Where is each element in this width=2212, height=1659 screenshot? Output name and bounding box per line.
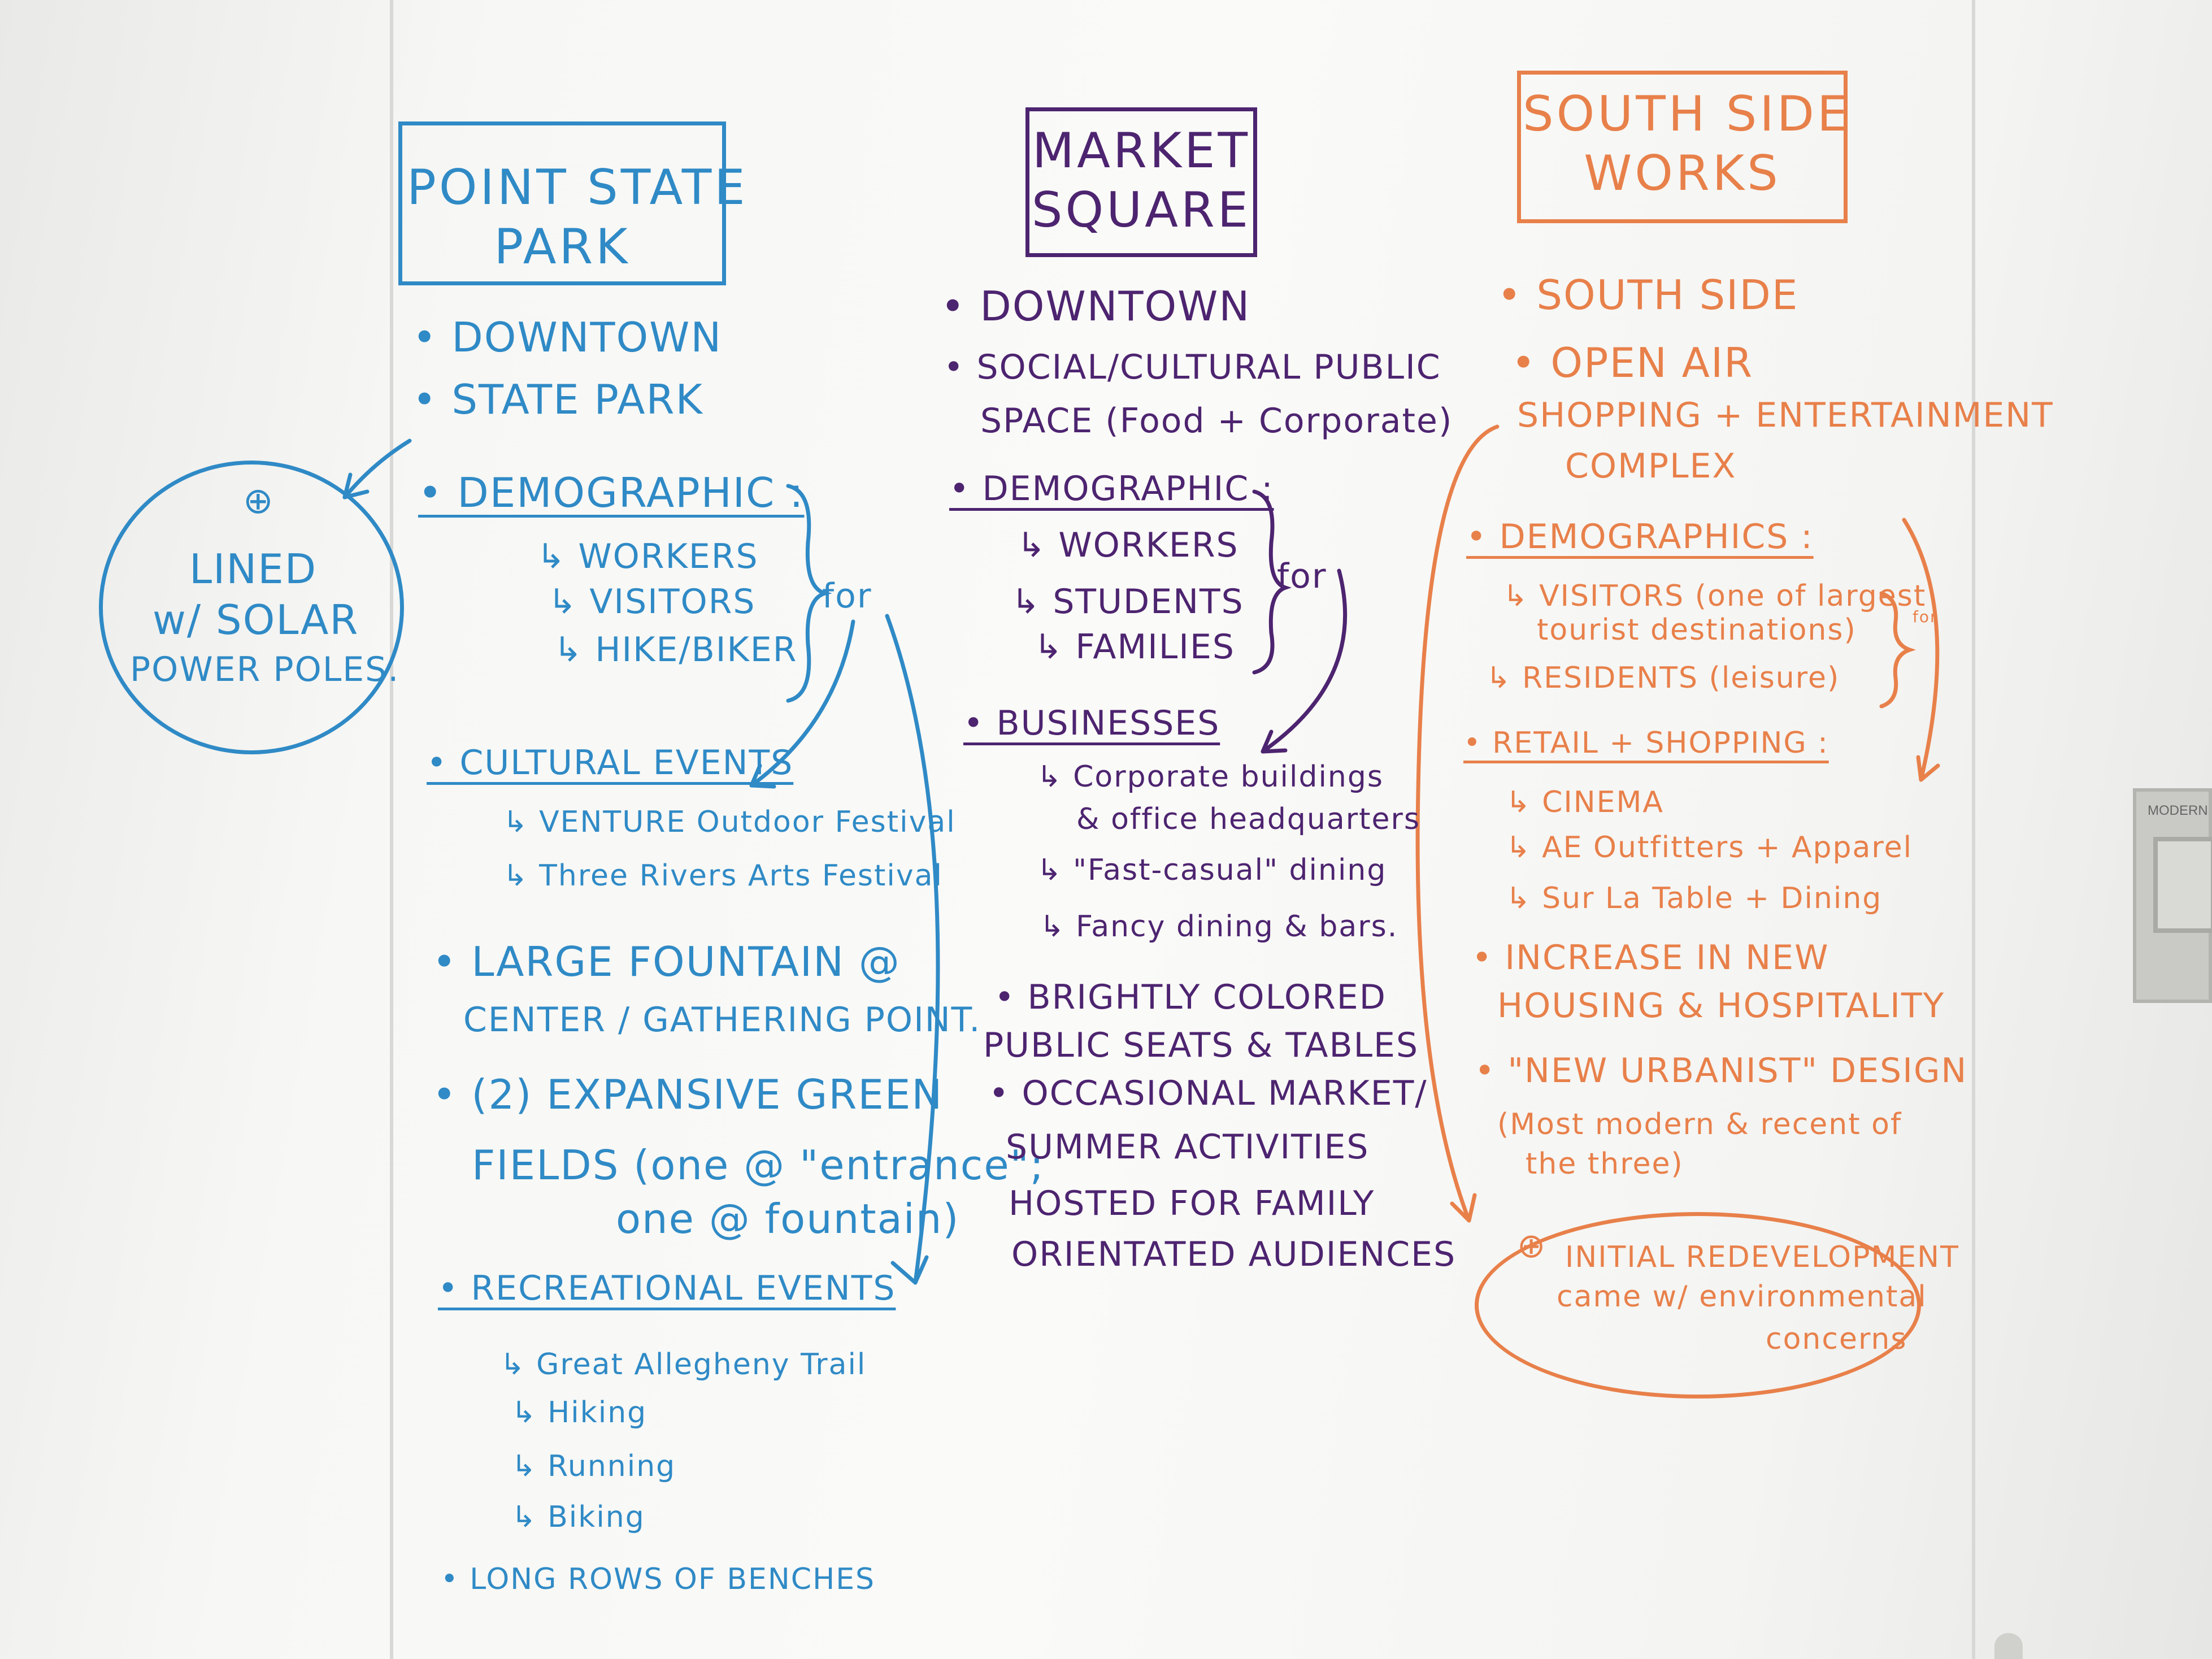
- point-state-park-title: POINT STATE PARK: [407, 158, 748, 277]
- right-retail-cinema: ↳ CINEMA: [1506, 785, 1664, 819]
- title-line: SOUTH SIDE: [1523, 86, 1851, 142]
- redevelopment-line1: INITIAL REDEVELOPMENT: [1565, 1240, 1959, 1274]
- right-bullet-increase-2: HOUSING & HOSPITALITY: [1497, 986, 1945, 1026]
- left-bullet-cultural-events: • CULTURAL EVENTS: [427, 743, 794, 783]
- left-bullet-state-park: • STATE PARK: [412, 376, 703, 423]
- middle-demo-workers: ↳ WORKERS: [1017, 526, 1239, 565]
- middle-demo-students: ↳ STUDENTS: [1011, 582, 1244, 622]
- wall-knob: [1994, 1633, 2023, 1659]
- left-for-label: for: [822, 576, 872, 616]
- right-for-label: for: [1913, 607, 1938, 626]
- title-line: POINT STATE: [407, 159, 748, 216]
- left-cultural-three-rivers: ↳ Three Rivers Arts Festival: [503, 859, 943, 893]
- left-rec-allegheny: ↳ Great Allegheny Trail: [500, 1348, 867, 1382]
- right-urbanist-note-2: the three): [1526, 1147, 1684, 1181]
- left-bullet-downtown: • DOWNTOWN: [412, 314, 723, 361]
- redevelopment-line3: concerns: [1766, 1322, 1907, 1356]
- solar-poles-line3: POWER POLES.: [130, 650, 400, 689]
- middle-bullet-social-1: • SOCIAL/CULTURAL PUBLIC: [944, 348, 1441, 387]
- board-seam-right: [1972, 0, 1975, 1659]
- wall-plate-slot: [2153, 837, 2212, 933]
- middle-bullet-downtown: • DOWNTOWN: [941, 283, 1251, 330]
- point-state-park-title-box: [398, 121, 726, 285]
- solar-poles-line2: w/ SOLAR: [153, 596, 359, 644]
- left-rec-hiking: ↳ Hiking: [511, 1396, 647, 1430]
- middle-bullet-demographic: • DEMOGRAPHIC :: [949, 469, 1274, 509]
- right-bullet-retail: • RETAIL + SHOPPING :: [1463, 726, 1829, 760]
- right-demo-visitors-2: tourist destinations): [1537, 613, 1857, 647]
- left-bullet-green-fields-3: one @ fountain): [616, 1195, 960, 1243]
- solar-poles-marker-icon: ⊕: [243, 480, 275, 522]
- right-demo-visitors-1: ↳ VISITORS (one of largest: [1503, 579, 1927, 613]
- right-bullet-open-air-1: • OPEN AIR: [1511, 339, 1754, 386]
- right-bullet-south-side: • SOUTH SIDE: [1497, 271, 1799, 319]
- left-rec-running: ↳ Running: [511, 1449, 676, 1483]
- south-side-works-title: SOUTH SIDE WORKS: [1523, 85, 1851, 203]
- middle-bullet-market-4: ORIENTATED AUDIENCES: [1011, 1235, 1457, 1274]
- south-side-works-title-box: [1517, 71, 1848, 223]
- right-demographic-bracket: [1879, 591, 1917, 709]
- right-retail-sur-la-table: ↳ Sur La Table + Dining: [1506, 881, 1883, 915]
- title-line: MARKET: [1032, 123, 1251, 179]
- middle-biz-corporate-2: & office headquarters: [1076, 802, 1420, 836]
- left-bullet-recreational-events: • RECREATIONAL EVENTS: [438, 1269, 896, 1308]
- right-bullet-open-air-2: SHOPPING + ENTERTAINMENT: [1517, 396, 2054, 435]
- middle-bullet-market-2: SUMMER ACTIVITIES: [1006, 1127, 1370, 1167]
- right-bullet-increase-1: • INCREASE IN NEW: [1472, 938, 1829, 978]
- right-retail-ae: ↳ AE Outfitters + Apparel: [1506, 831, 1913, 865]
- middle-biz-fancy: ↳ Fancy dining & bars.: [1040, 910, 1398, 944]
- left-bullet-green-fields-2: FIELDS (one @ "entrance";: [472, 1141, 1045, 1189]
- left-bullet-demographic: • DEMOGRAPHIC :: [418, 469, 805, 516]
- left-for-arrow-cultural: [749, 619, 855, 788]
- middle-demo-families: ↳ FAMILIES: [1034, 627, 1235, 667]
- middle-demographic-bracket: [1252, 489, 1292, 675]
- right-bullet-open-air-3: COMPLEX: [1565, 446, 1737, 486]
- middle-bullet-market-3: HOSTED FOR FAMILY: [1009, 1184, 1375, 1223]
- right-demo-residents: ↳ RESIDENTS (leisure): [1486, 661, 1840, 695]
- right-for-arrow: [1902, 518, 1940, 782]
- left-arrow-to-circle: [342, 438, 412, 500]
- middle-biz-corporate-1: ↳ Corporate buildings: [1037, 760, 1384, 794]
- solar-poles-line1: LINED: [189, 545, 318, 593]
- left-demographic-bracket: [786, 484, 832, 703]
- middle-for-arrow: [1261, 568, 1348, 754]
- left-demo-hike-biker: ↳ HIKE/BIKER: [554, 630, 798, 670]
- wall-outlet-plate: MODERN: [2133, 788, 2212, 1003]
- redevelopment-line2: came w/ environmental: [1557, 1280, 1927, 1314]
- left-demo-visitors: ↳ VISITORS: [548, 582, 756, 622]
- left-bullet-fountain-2: CENTER / GATHERING POINT.: [463, 1000, 981, 1040]
- left-cultural-venture: ↳ VENTURE Outdoor Festival: [503, 805, 956, 839]
- market-square-title: MARKET SQUARE: [1031, 121, 1251, 240]
- left-bullet-benches: • LONG ROWS OF BENCHES: [441, 1562, 876, 1596]
- solar-poles-circle: [99, 461, 404, 754]
- left-rec-biking: ↳ Biking: [511, 1500, 645, 1534]
- title-line: SQUARE: [1031, 182, 1251, 238]
- board-seam-left: [390, 0, 393, 1659]
- right-bullet-demographics: • DEMOGRAPHICS :: [1466, 517, 1814, 557]
- redevelopment-marker-icon: ⊕: [1517, 1226, 1547, 1266]
- redevelopment-circle: [1475, 1212, 1921, 1399]
- middle-bullet-businesses: • BUSINESSES: [963, 703, 1220, 743]
- middle-bullet-seats-1: • BRIGHTLY COLORED: [994, 978, 1387, 1017]
- right-bullet-urbanist: • "NEW URBANIST" DESIGN: [1475, 1051, 1968, 1091]
- title-line: WORKS: [1584, 145, 1781, 202]
- middle-bullet-market-1: • OCCASIONAL MARKET/: [989, 1074, 1428, 1113]
- title-line: PARK: [494, 219, 631, 275]
- left-bullet-fountain-1: • LARGE FOUNTAIN @: [432, 938, 901, 985]
- middle-bullet-social-2: SPACE (Food + Corporate): [980, 401, 1453, 441]
- middle-bullet-seats-2: PUBLIC SEATS & TABLES: [983, 1026, 1419, 1065]
- right-urbanist-note-1: (Most modern & recent of: [1497, 1108, 1902, 1141]
- right-long-curve: [1415, 424, 1500, 1223]
- middle-biz-fast-casual: ↳ "Fast-casual" dining: [1037, 853, 1387, 887]
- left-demo-workers: ↳ WORKERS: [537, 537, 759, 576]
- left-bullet-green-fields-1: • (2) EXPANSIVE GREEN: [432, 1071, 944, 1118]
- wall-plate-label: MODERN: [2148, 803, 2208, 818]
- market-square-title-box: [1025, 107, 1257, 257]
- left-for-arrow-recreational: [885, 614, 940, 1285]
- middle-for-label: for: [1277, 557, 1327, 596]
